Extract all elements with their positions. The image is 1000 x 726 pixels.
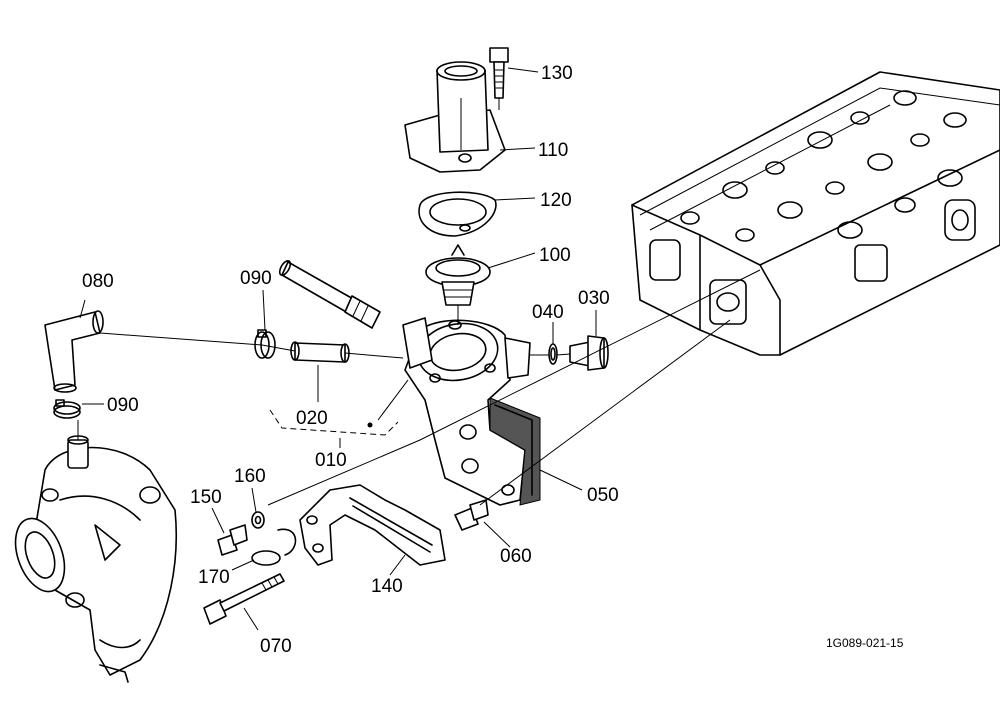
label-leaders (79, 67, 597, 631)
cylinder-head (631, 71, 1000, 356)
part-labels: 130 110 120 100 080 090 090 040 030 020 … (82, 63, 904, 657)
part-170-oring (251, 528, 297, 566)
reference-code: 1G089-021-15 (826, 636, 904, 650)
part-020-pipe (290, 341, 350, 363)
label-010: 010 (315, 450, 347, 471)
label-100: 100 (539, 245, 571, 266)
label-160: 160 (234, 466, 266, 487)
label-170: 170 (198, 567, 230, 588)
label-110: 110 (538, 140, 568, 161)
part-080-hose (44, 310, 104, 393)
label-120: 120 (540, 190, 572, 211)
part-120-gasket (418, 191, 497, 237)
label-090-upper: 090 (240, 268, 272, 289)
label-130: 130 (541, 63, 573, 84)
part-060-bolt (454, 499, 489, 531)
part-050-gasket (489, 397, 541, 506)
part-160-washer (251, 511, 265, 529)
bypass-pipe (278, 259, 381, 329)
part-040-washer (548, 343, 558, 365)
part-100-thermostat (425, 244, 491, 306)
head-ports (649, 90, 976, 325)
part-130-bolt (489, 47, 509, 99)
label-070: 070 (260, 636, 292, 657)
label-090-lower: 090 (107, 395, 139, 416)
part-090-clip-lower (53, 399, 81, 419)
water-pump (14, 435, 178, 683)
part-140-bracket (299, 484, 446, 566)
label-060: 060 (500, 546, 532, 567)
label-030: 030 (578, 288, 610, 309)
label-080: 080 (82, 271, 114, 292)
label-150: 150 (190, 487, 222, 508)
label-050: 050 (587, 485, 619, 506)
part-030-plug (569, 335, 609, 371)
label-040: 040 (532, 302, 564, 323)
part-090-clip-upper (254, 329, 276, 359)
part-070-bolt (203, 573, 285, 625)
label-020: 020 (296, 408, 328, 429)
thermostat-housing (402, 317, 531, 506)
part-110-outlet (404, 61, 506, 173)
part-150-bolt (217, 524, 248, 556)
assembly-lines (77, 98, 761, 506)
label-140: 140 (371, 576, 403, 597)
